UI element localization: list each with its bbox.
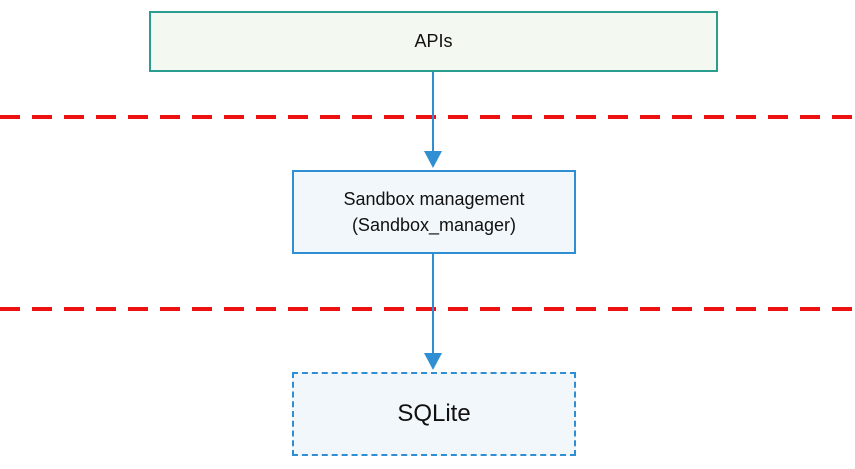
node-sandbox-label-line2: (Sandbox_manager)	[351, 215, 517, 235]
node-sandbox-management: Sandbox management (Sandbox_manager)	[292, 170, 576, 254]
node-sqlite: SQLite	[292, 372, 576, 456]
node-apis-label: APIs	[414, 31, 453, 51]
node-apis: APIs	[149, 11, 718, 72]
arrow-sandbox-to-sqlite	[424, 254, 442, 370]
node-sqlite-label: SQLite	[397, 400, 471, 427]
node-sandbox-label-line1: Sandbox management	[343, 189, 525, 209]
arrowhead-down-icon	[424, 151, 442, 168]
arrow-apis-to-sandbox	[424, 72, 442, 168]
arrowhead-down-icon	[424, 353, 442, 370]
